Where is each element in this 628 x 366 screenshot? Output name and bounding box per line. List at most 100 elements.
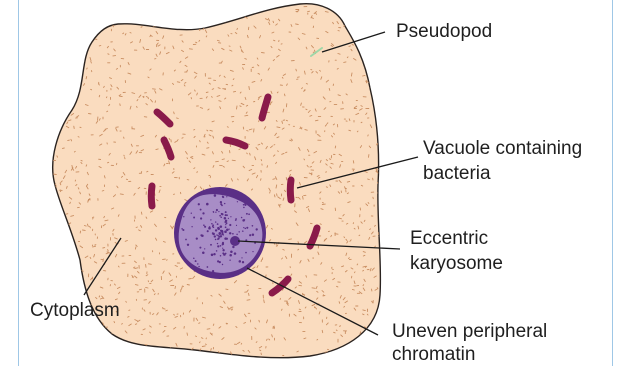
stipple-dot (347, 57, 348, 58)
stipple-dot (91, 344, 92, 346)
stipple-dot (240, 106, 241, 107)
stipple-dot (348, 258, 349, 259)
stipple-dot (133, 349, 135, 351)
stipple-dot (65, 90, 67, 91)
stipple-dot (329, 159, 330, 160)
stipple-dot (126, 301, 127, 302)
chromatin-dot (221, 234, 223, 236)
chromatin-dot (228, 228, 229, 229)
stipple-dot (104, 86, 105, 87)
stipple-dot (54, 18, 55, 21)
stipple-dot (194, 168, 195, 169)
stipple-dot (99, 95, 100, 97)
label-cytoplasm: Cytoplasm (30, 300, 120, 322)
stipple-dot (358, 19, 359, 20)
stipple-dot (85, 35, 86, 36)
stipple-dot (199, 22, 200, 25)
chromatin-dot (219, 261, 221, 263)
chromatin-dot (252, 251, 253, 252)
chromatin-dot (241, 217, 243, 219)
stipple-dot (371, 29, 372, 32)
chromatin-dot (211, 223, 212, 224)
stipple-dot (353, 161, 354, 163)
stipple-dot (56, 41, 58, 42)
stipple-dot (201, 338, 203, 339)
stipple-dot (233, 79, 234, 80)
stipple-dot (74, 291, 76, 292)
chromatin-dot (221, 231, 223, 233)
stipple-dot (206, 36, 207, 37)
stipple-dot (86, 77, 87, 79)
stipple-dot (370, 4, 371, 6)
chromatin-dot (204, 226, 206, 228)
chromatin-dot (229, 254, 232, 257)
stipple-dot (278, 151, 279, 152)
stipple-dot (87, 68, 88, 69)
stipple-dot (232, 160, 235, 161)
chromatin-dot (224, 203, 225, 204)
stipple-dot (59, 83, 60, 85)
stipple-dot (108, 162, 109, 163)
chromatin-dot (225, 253, 227, 255)
stipple-dot (227, 127, 228, 128)
stipple-dot (214, 361, 216, 363)
stipple-dot (104, 216, 105, 217)
chromatin-dot (232, 246, 234, 248)
stipple-dot (133, 358, 136, 359)
stipple-dot (272, 4, 273, 6)
stipple-dot (339, 302, 340, 304)
stipple-dot (319, 136, 320, 137)
chromatin-dot (204, 248, 205, 249)
chromatin-dot (195, 260, 197, 262)
stipple-dot (320, 70, 321, 71)
stipple-dot (359, 235, 360, 236)
stipple-dot (61, 113, 63, 114)
stipple-dot (245, 115, 248, 116)
chromatin-dot (210, 219, 211, 220)
stipple-dot (135, 285, 138, 286)
stipple-dot (52, 138, 54, 139)
chromatin-dot (246, 227, 248, 229)
stipple-dot (370, 47, 372, 49)
stipple-dot (259, 320, 260, 322)
stipple-dot (334, 332, 336, 333)
stipple-dot (298, 242, 299, 244)
label-vacuole-line1: Vacuole containing (423, 138, 582, 160)
stipple-dot (315, 120, 318, 121)
stipple-dot (96, 363, 97, 364)
stipple-dot (380, 42, 381, 43)
chromatin-dot (241, 257, 242, 258)
stipple-dot (247, 131, 248, 132)
stipple-dot (332, 267, 333, 268)
stipple-dot (110, 14, 113, 15)
stipple-dot (62, 334, 63, 335)
stipple-dot (282, 77, 283, 78)
stipple-dot (202, 346, 205, 347)
stipple-dot (330, 357, 331, 358)
stipple-dot (349, 46, 350, 47)
stipple-dot (78, 188, 79, 189)
stipple-dot (120, 194, 123, 195)
stipple-dot (81, 327, 83, 329)
stipple-dot (82, 341, 83, 342)
stipple-dot (84, 226, 86, 227)
stipple-dot (361, 185, 362, 186)
stipple-dot (325, 12, 328, 13)
stipple-dot (227, 161, 228, 162)
stipple-dot (200, 342, 201, 343)
stipple-dot (273, 179, 275, 180)
chromatin-dot (220, 225, 223, 228)
stipple-dot (257, 58, 258, 59)
stipple-dot (62, 284, 63, 285)
stipple-dot (357, 264, 358, 265)
stipple-dot (118, 266, 119, 267)
stipple-dot (123, 33, 124, 34)
stipple-dot (93, 332, 94, 333)
stipple-dot (141, 172, 142, 174)
stipple-dot (283, 249, 285, 250)
chromatin-dot (201, 235, 204, 238)
stipple-dot (368, 203, 369, 204)
chromatin-dot (249, 234, 251, 236)
stipple-dot (271, 229, 272, 230)
stipple-dot (367, 314, 368, 315)
